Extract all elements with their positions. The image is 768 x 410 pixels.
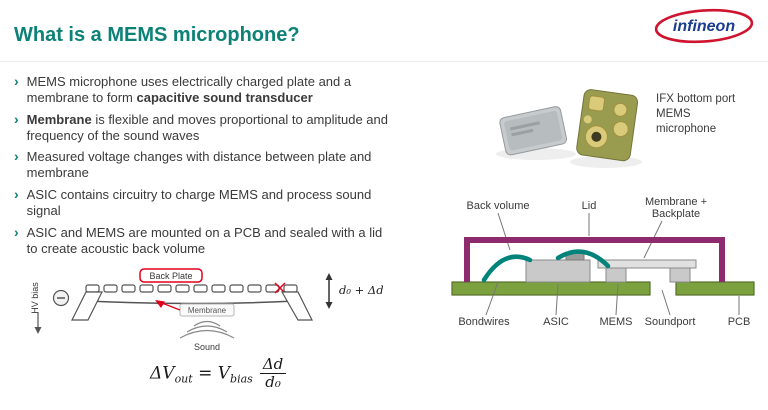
bondwires-label: Bondwires — [458, 316, 510, 328]
package-cross-section-diagram: Back volume Lid Membrane + Backplate — [446, 194, 762, 334]
metal-lid-package — [499, 106, 568, 156]
membrane-label: Membrane — [188, 306, 227, 315]
hv-bias-label: HV bias — [30, 282, 40, 314]
soundport-label: Soundport — [645, 316, 696, 328]
mems-package-photo — [494, 78, 648, 174]
bullet-text: MEMS microphone uses electrically charge… — [26, 74, 352, 105]
red-cross-mark — [274, 282, 286, 294]
infineon-logo: infineon — [652, 6, 756, 46]
hv-bias-arrowhead — [34, 327, 42, 334]
gap-label: d₀ + Δd — [339, 283, 384, 297]
svg-text:Backplate: Backplate — [652, 208, 700, 220]
infineon-logo-graphic: infineon — [654, 8, 754, 44]
bullet-text: ASIC contains circuitry to charge MEMS a… — [26, 187, 372, 219]
chevron-bullet-icon: › — [14, 223, 19, 240]
bullet-list: › MEMS microphone uses electrically char… — [14, 73, 414, 263]
chevron-bullet-icon: › — [14, 186, 19, 203]
chevron-bullet-icon: › — [14, 148, 19, 165]
asic-block — [525, 259, 591, 283]
capacitor-principle-diagram: HV bias Back Plate — [26, 268, 398, 356]
bullet-item: › Membrane is flexible and moves proport… — [14, 110, 414, 144]
bullet-item: › Measured voltage changes with distance… — [14, 149, 414, 181]
logo-ellipse-swoosh — [654, 8, 754, 44]
membrane-line — [87, 300, 297, 305]
right-anchor — [280, 291, 313, 321]
logo-wordmark: infineon — [673, 18, 735, 35]
back-plate-callout-box — [139, 268, 203, 283]
mems-label: MEMS — [600, 316, 633, 328]
lid-shape — [464, 237, 725, 282]
bullet-text: Membrane is flexible and moves proportio… — [26, 111, 388, 143]
bullet-text: Measured voltage changes with distance b… — [26, 149, 372, 181]
left-anchor — [71, 291, 103, 321]
back-plate-label: Back Plate — [149, 271, 192, 281]
sound-label: Sound — [194, 342, 220, 352]
gap-double-arrow — [325, 273, 333, 309]
membrane-backplate-plate — [597, 259, 697, 269]
back-plate-segments — [85, 284, 298, 293]
header-divider — [0, 61, 768, 62]
chevron-bullet-icon: › — [14, 73, 19, 89]
mems-block — [597, 259, 697, 283]
pcb-left — [451, 281, 651, 296]
photo-caption: IFX bottom port MEMS microphone — [656, 93, 736, 135]
pcb-right — [675, 281, 755, 296]
back-volume-label: Back volume — [467, 200, 530, 212]
membrane-backplate-label: Membrane + — [645, 196, 707, 208]
membrane-pointer-arrow — [161, 302, 181, 311]
bondwires — [481, 249, 611, 283]
bullet-item: › MEMS microphone uses electrically char… — [14, 73, 414, 106]
bottom-port-package — [576, 89, 639, 162]
chevron-bullet-icon: › — [14, 110, 19, 127]
pcb-label: PCB — [728, 316, 751, 328]
bullet-item: › ASIC and MEMS are mounted on a PCB and… — [14, 223, 414, 257]
lid-label: Lid — [582, 200, 597, 212]
bullet-text: ASIC and MEMS are mounted on a PCB and s… — [26, 224, 383, 256]
bullet-item: › ASIC contains circuitry to charge MEMS… — [14, 187, 414, 219]
page-title: What is a MEMS microphone? — [14, 24, 300, 46]
asic-label: ASIC — [543, 316, 569, 328]
sound-waves-icon — [179, 320, 235, 339]
